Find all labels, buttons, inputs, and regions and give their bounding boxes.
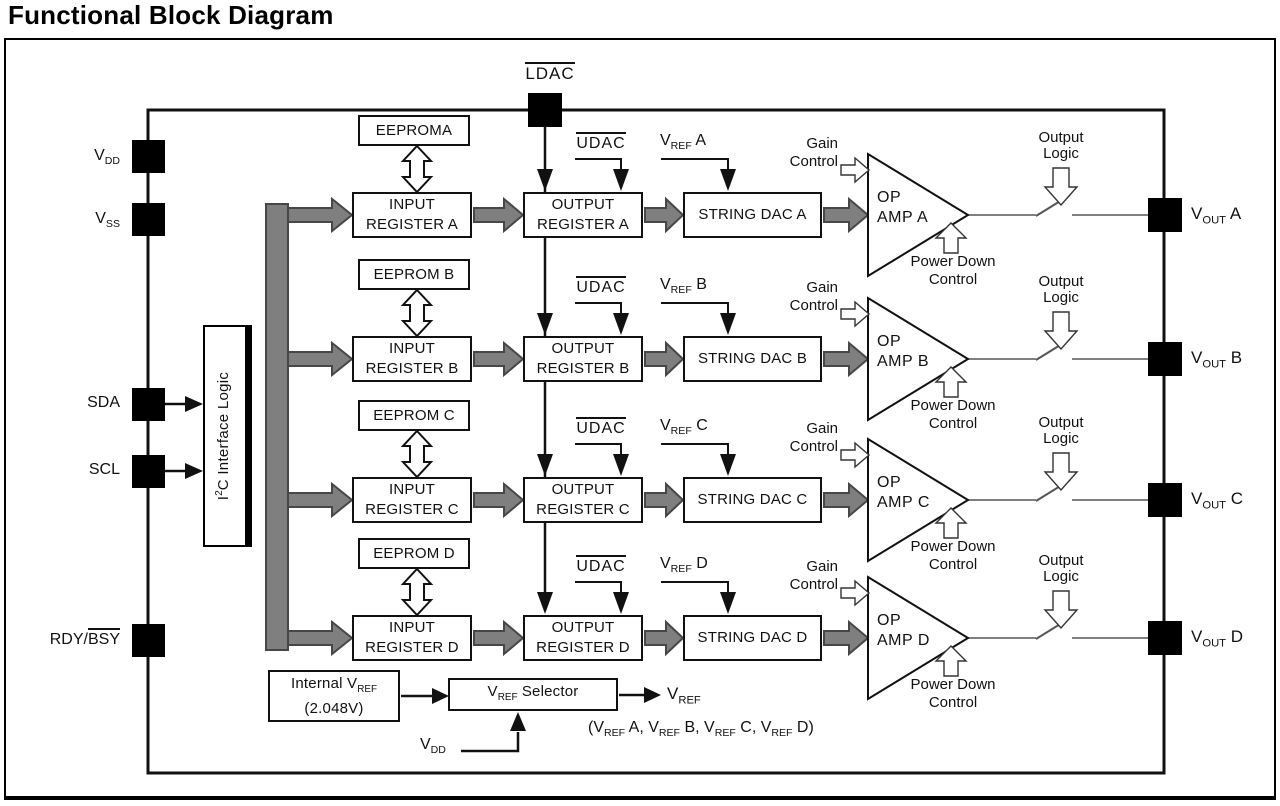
pin-label-rdy-bsy: RDY/BSY [18,628,120,651]
page-title: Functional Block Diagram [8,0,334,30]
i2c-data-bus [265,203,289,651]
pin-label-scl: SCL [88,461,120,478]
udac-label: UDAC [566,417,636,438]
pin-label-ldac: LDAC [525,62,575,83]
eeprom-box: EEPROM D [358,538,470,569]
pin-rdy-bsy [132,624,165,657]
internal-vref-box: Internal VREF(2.048V) [268,670,400,722]
pin-label-vout-b: VOUT B [1191,348,1243,371]
scl-arrowhead [185,463,203,479]
vref-channel-label: VREF A [660,132,707,153]
vref-channel-label: VREF B [660,276,707,297]
i2c-interface-logic-box: I2C Interface Logic [203,325,252,547]
pin-label-sda: SDA [87,394,120,411]
pin-vout-d [1148,621,1182,655]
vref-channel-label: VREF C [660,417,708,438]
string-dac-box: STRING DAC A [683,192,822,238]
udac-label: UDAC [566,132,636,153]
chip-boundary [146,108,1166,775]
i2c-interface-logic-label: I2C Interface Logic [214,371,233,501]
eeprom-box: EEPROM B [358,259,470,290]
string-dac-box: STRING DAC C [683,477,822,523]
pin-label-vout-a: VOUT A [1191,204,1242,227]
udac-label: UDAC [566,276,636,297]
internal-vref-arrowhead [432,688,449,704]
vref-output-label: VREF [667,684,701,707]
pin-label-vdd: VDD [94,147,120,168]
selector-out-arrowhead [644,687,661,703]
eeprom-box: EEPROMA [358,115,470,146]
pin-label-vout-c: VOUT C [1191,489,1244,512]
eeprom-box: EEPROM C [358,400,470,431]
pin-ldac [528,93,562,127]
vdd-selector-label: VDD [420,736,446,757]
pin-vout-a [1148,198,1182,232]
pin-scl [132,455,165,488]
string-dac-box: STRING DAC B [683,336,822,382]
vdd-selector-arrowhead [510,712,526,731]
pin-sda [132,388,165,421]
udac-label: UDAC [566,555,636,576]
pin-label-vout-d: VOUT D [1191,627,1244,650]
pin-vdd [132,140,165,173]
pin-vss [132,203,165,236]
pin-vout-c [1148,483,1182,517]
vref-selector-box: VREF Selector [448,678,618,711]
vref-list-label: (VREF A, VREF B, VREF C, VREF D) [588,719,814,740]
vdd-selector-wire [461,732,520,753]
string-dac-box: STRING DAC D [683,615,822,661]
pin-label-vss: VSS [95,210,120,231]
pin-vout-b [1148,342,1182,376]
sda-arrowhead [185,396,203,412]
vref-channel-label: VREF D [660,555,708,576]
